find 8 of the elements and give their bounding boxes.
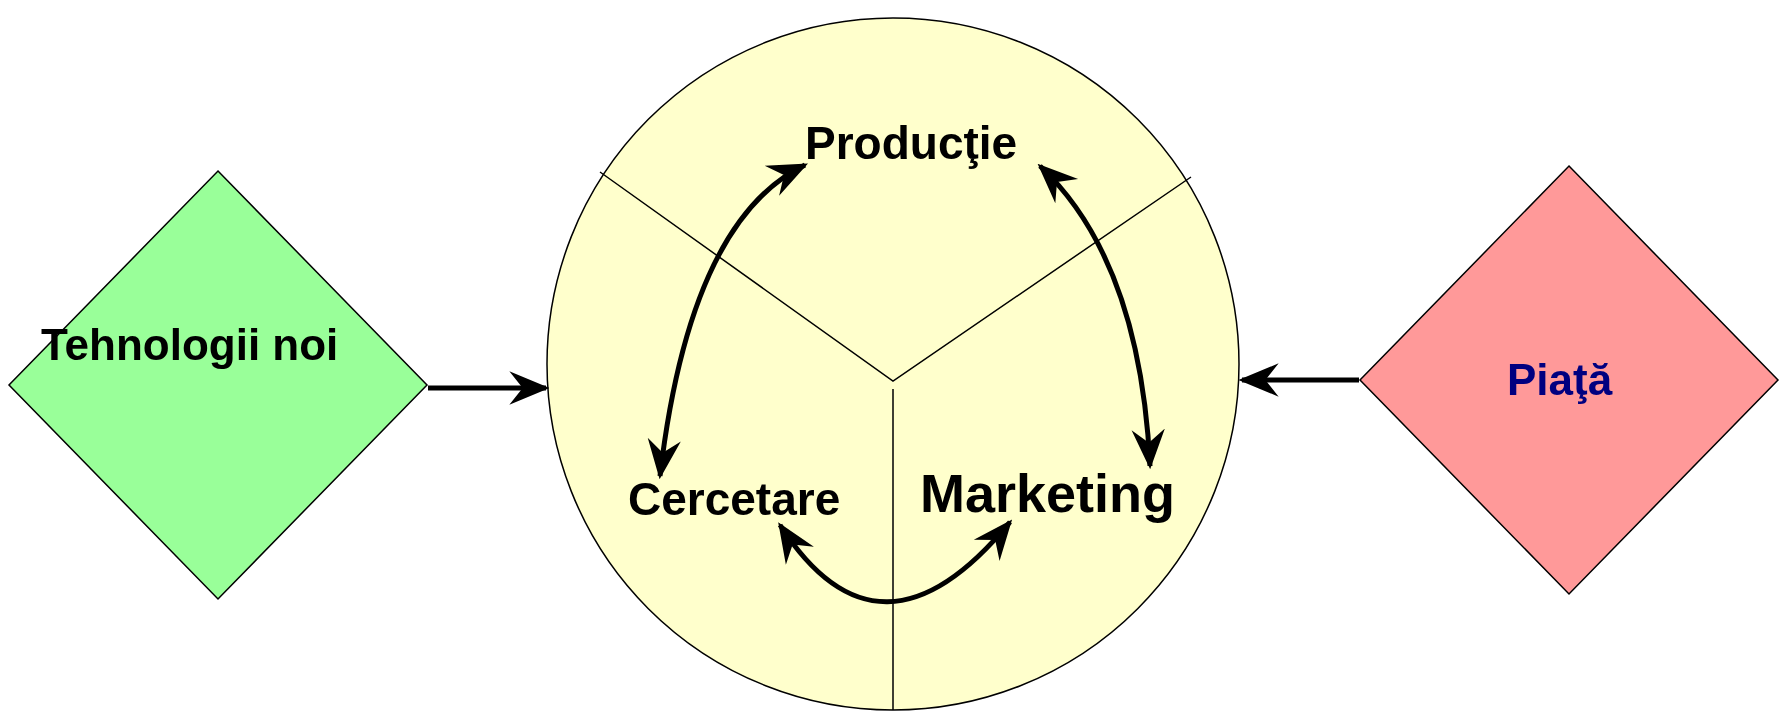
sector-label: Cercetare bbox=[628, 476, 841, 522]
arrow bbox=[1037, 163, 1165, 470]
arrow bbox=[648, 162, 808, 480]
arrow bbox=[1238, 363, 1359, 397]
arrow bbox=[428, 371, 550, 405]
diamond-label: Piaţă bbox=[1507, 358, 1613, 402]
arrow bbox=[777, 519, 1013, 605]
diamond-label: Tehnologii noi bbox=[41, 323, 339, 367]
